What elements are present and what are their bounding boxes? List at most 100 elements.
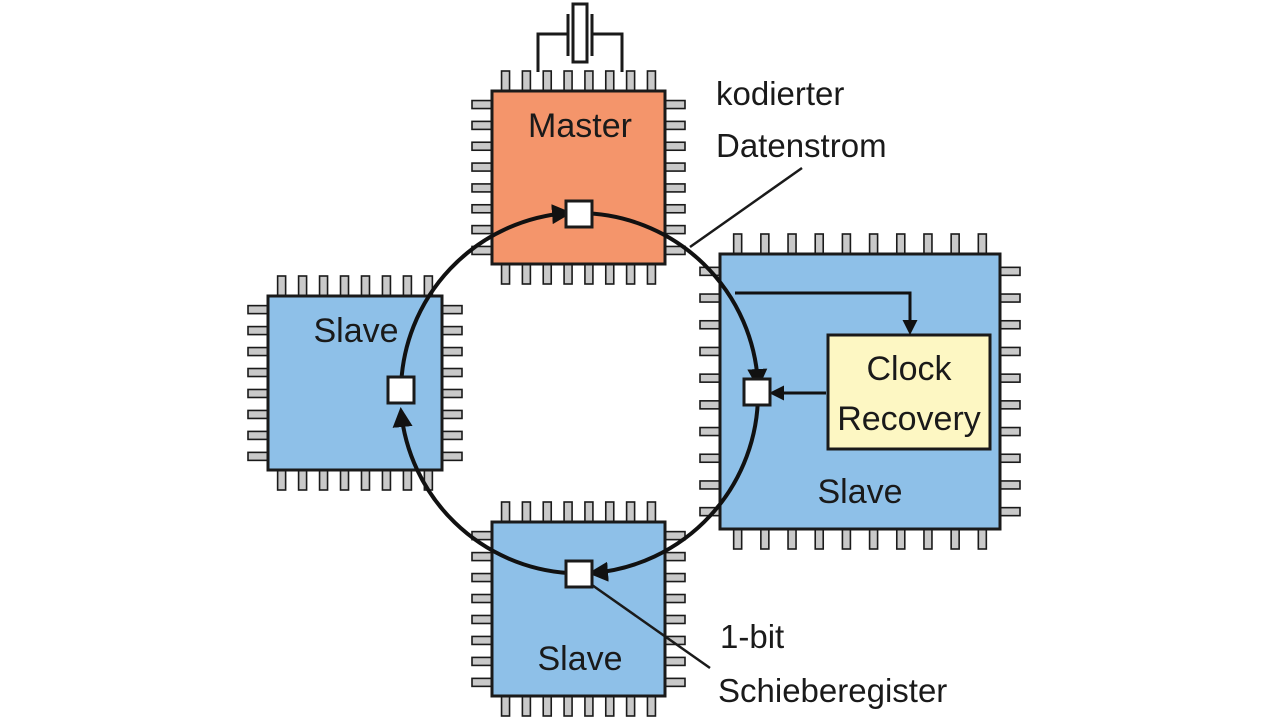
clock-recovery-label-line2: Recovery: [837, 400, 981, 438]
chip-pin: [664, 183, 686, 193]
chip-pin: [563, 695, 573, 717]
datastream-label-line2: Datenstrom: [716, 127, 887, 164]
chip-pin: [664, 120, 686, 131]
chip-pin: [625, 263, 636, 285]
chip-pin: [664, 551, 686, 562]
slave-chip-right-label: Slave: [817, 473, 902, 511]
chip-pin: [471, 120, 493, 131]
datastream-label-line1: kodierter: [716, 75, 844, 112]
chip-pin: [360, 469, 371, 491]
chip-pin: [584, 695, 594, 717]
chip-pin: [999, 480, 1021, 490]
chip-pin: [247, 325, 269, 336]
shift-register-left: [386, 375, 416, 405]
chip-pin: [999, 266, 1021, 277]
chip-pin: [542, 695, 553, 717]
chip-pin: [699, 400, 721, 410]
chip-pin: [247, 304, 269, 315]
chip-pin: [664, 593, 686, 604]
slave-chip-bottom: Slave: [471, 501, 686, 717]
chip-pin: [950, 233, 960, 255]
chip-pin: [521, 70, 532, 92]
clock-recovery-block: Clock Recovery: [826, 333, 992, 451]
chip-pin: [814, 233, 825, 255]
chip-pin: [732, 233, 743, 255]
clock-recovery-signal-path: [735, 291, 918, 401]
chip-pin: [699, 426, 721, 437]
chip-pin: [247, 346, 269, 357]
shift-register-label-line1: 1-bit: [720, 618, 784, 655]
chip-pin: [247, 388, 269, 399]
chip-pin: [999, 373, 1021, 383]
chip-pin: [625, 695, 636, 717]
chip-pin: [471, 551, 493, 562]
chip-pin: [584, 70, 594, 92]
shift-registers: [386, 199, 772, 589]
shift-register-bottom: [564, 559, 594, 589]
chip-pin: [977, 233, 988, 255]
crystal-oscillator-icon: [536, 2, 624, 72]
chip-pin: [500, 501, 511, 523]
chip-pin: [276, 275, 287, 297]
chip-pin: [297, 469, 308, 491]
slave-chip-right-pins: [699, 233, 1021, 550]
chip-pin: [923, 233, 933, 255]
clock-recovery-box: [826, 333, 992, 451]
chip-pin: [471, 677, 493, 688]
chip-pin: [699, 480, 721, 490]
chip-pin: [814, 528, 825, 550]
chip-pin: [664, 572, 686, 583]
chip-pin: [646, 695, 657, 717]
chip-pin: [381, 469, 392, 491]
chip-pin: [787, 233, 797, 255]
ring-tap-to-clock-recovery-arrow: [735, 291, 918, 335]
chip-pin: [664, 162, 686, 172]
chip-pin: [999, 506, 1021, 517]
chip-pin: [895, 528, 906, 550]
chip-pin: [441, 325, 463, 336]
chip-pin: [318, 275, 329, 297]
chip-pin: [471, 593, 493, 604]
chip-pin: [950, 528, 960, 550]
chip-pin: [247, 451, 269, 462]
chip-pin: [584, 501, 594, 523]
chip-pin: [318, 469, 329, 491]
chip-pin: [563, 501, 573, 523]
chip-pin: [625, 501, 636, 523]
chip-pin: [297, 275, 308, 297]
chip-pin: [868, 233, 879, 255]
chip-pin: [664, 203, 686, 214]
chip-pin: [760, 528, 770, 550]
chip-pin: [542, 263, 553, 285]
chip-pin: [604, 695, 615, 717]
chip-pin: [542, 501, 553, 523]
chip-pin: [441, 367, 463, 378]
chip-pin: [441, 304, 463, 315]
chip-pin: [664, 656, 686, 667]
chip-pin: [646, 70, 657, 92]
chip-pin: [699, 346, 721, 357]
chip-pin: [441, 409, 463, 420]
chip-pin: [500, 70, 511, 92]
chip-pin: [999, 293, 1021, 303]
ring-arrow-left-to-master: [399, 204, 572, 390]
chip-pin: [999, 453, 1021, 464]
chip-pin: [999, 346, 1021, 357]
chip-pin: [471, 635, 493, 646]
slave-chip-left: Slave: [247, 275, 463, 491]
chip-pin: [339, 469, 350, 491]
chip-pin: [471, 183, 493, 193]
chip-pin: [999, 319, 1021, 330]
chip-pin: [339, 275, 350, 297]
chip-pin: [471, 162, 493, 172]
chip-pin: [699, 373, 721, 383]
shift-register-label-line2: Schieberegister: [718, 672, 947, 709]
chip-pin: [999, 400, 1021, 410]
shift-register-leader-line: [591, 583, 711, 670]
chip-pin: [999, 426, 1021, 437]
chip-pin: [471, 572, 493, 583]
chip-pin: [841, 233, 852, 255]
master-chip-pins: [471, 70, 686, 285]
chip-pin: [664, 614, 686, 625]
slave-chip-bottom-body: [490, 520, 667, 698]
